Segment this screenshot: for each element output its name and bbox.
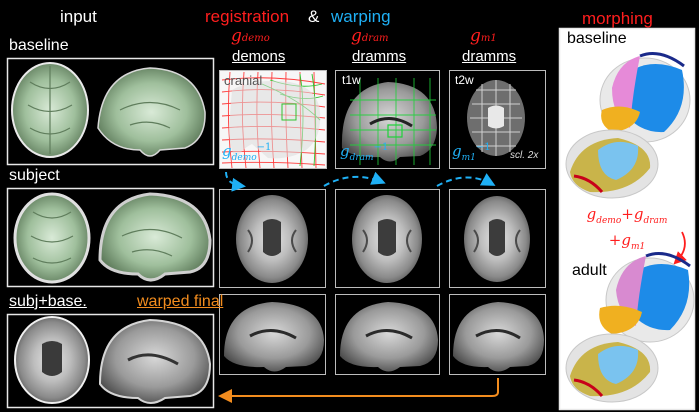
header-ampersand: & [308,7,320,26]
method-demons: demons [232,48,286,65]
baseline-3d-brain-bottom [565,129,659,199]
arrow-warp2-to-warp3 [436,173,496,187]
dramms-t1w-brain [341,78,437,165]
adult-3d-brain-bottom [565,333,659,403]
composition-line-1: gdemo+gdram [586,205,668,226]
demons-cranial-shape [228,81,321,160]
method-dramms-2: dramms [462,48,517,65]
morph-label-baseline: baseline [567,30,627,47]
label-subj-base: subj+base. [9,293,87,310]
inverse-g-m1: gm1−1 [452,142,491,163]
label-subject: subject [9,167,60,184]
tag-cranial: cranial [224,73,263,88]
warped-axial-brains [236,195,530,283]
g-demo-symbol: gdemo [231,26,270,46]
warped-sagittal-brains [224,302,544,372]
g-m1-symbol: gm1 [470,26,497,46]
composition-line-2: +gm1 [608,231,646,252]
baseline-sagittal-brain [97,67,206,157]
adult-3d-brain-top [599,252,695,343]
g-dram-symbol: gdram [351,26,389,46]
label-warped-final: warped final [137,293,224,310]
inverse-g-demo: gdemo−1 [222,142,272,163]
arrow-warp1-to-warp2 [323,171,386,187]
inverse-g-dram: gdram−1 [340,142,389,163]
subject-axial-brain [13,192,91,284]
arrow-final-to-output [218,378,499,403]
morph-label-adult: adult [572,262,607,279]
method-dramms-1: dramms [352,48,407,65]
dramms-t2w-brain [467,80,525,156]
composition-formula: gdemo+gdram +gm1 [562,205,692,257]
label-baseline: baseline [9,37,69,54]
tag-t2w: t2w [455,73,474,87]
scale-note: scl. 2x [510,150,539,161]
header-morphing: morphing [582,9,653,28]
tag-t1w: t1w [342,73,361,87]
header-warping: warping [331,7,391,26]
arrow-demo-to-warp1 [225,171,246,192]
header-input: input [60,7,97,26]
baseline-3d-brain-top [599,52,691,143]
subject-sagittal-brain [98,192,212,282]
header-registration: registration [205,7,290,26]
warped-sagittal-brain [98,318,212,404]
